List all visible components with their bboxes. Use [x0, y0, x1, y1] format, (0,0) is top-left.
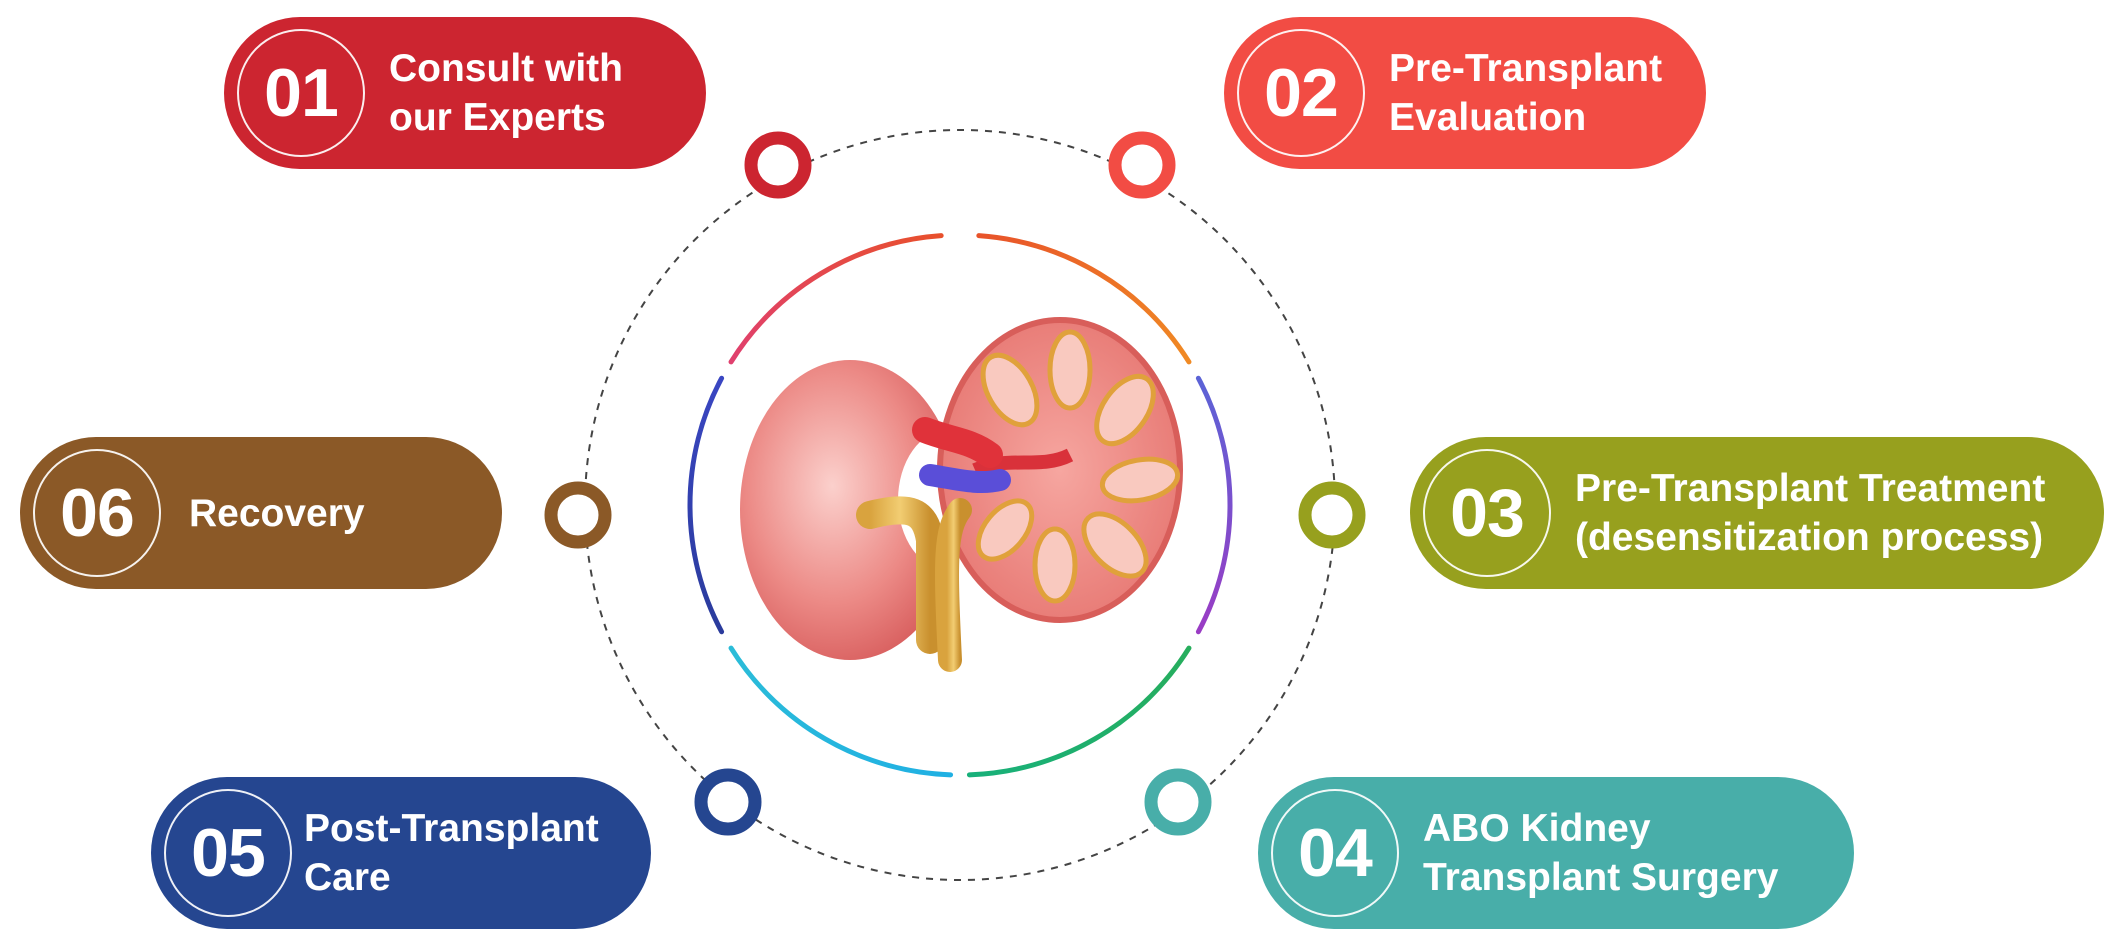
step-03-pill: 03 Pre-Transplant Treatment (desensitiza… — [1410, 437, 2104, 589]
step-05-pill: 05 Post-Transplant Care — [151, 777, 651, 929]
step-label-line1: Consult with — [389, 47, 623, 90]
step-label-line2: our Experts — [389, 96, 606, 139]
step-marker-04 — [1144, 768, 1212, 836]
inner-ring-arc — [966, 645, 1192, 778]
step-label-line2: Evaluation — [1389, 96, 1587, 139]
inner-ring-arc — [687, 375, 725, 635]
step-marker-05 — [694, 768, 762, 836]
step-marker-06 — [544, 481, 612, 549]
step-06-pill: 06 Recovery — [20, 437, 502, 589]
step-label-line1: Recovery — [189, 491, 365, 535]
step-label-line1: ABO Kidney — [1423, 807, 1651, 850]
step-marker-01 — [744, 131, 812, 199]
step-label: Consult with our Experts — [389, 44, 623, 142]
step-01-pill: 01 Consult with our Experts — [224, 17, 706, 169]
inner-ring-arc — [728, 645, 954, 778]
step-number-badge: 04 — [1271, 789, 1399, 917]
step-label-line1: Pre-Transplant Treatment — [1575, 467, 2046, 510]
colored-inner-ring — [687, 233, 1233, 778]
step-marker-03 — [1298, 481, 1366, 549]
step-label-line2: Care — [304, 856, 391, 899]
step-number-badge: 02 — [1237, 29, 1365, 157]
step-number-badge: 06 — [33, 449, 161, 577]
step-label-line1: Pre-Transplant — [1389, 47, 1663, 90]
step-label: Recovery — [189, 489, 365, 538]
step-label-line2: (desensitization process) — [1575, 516, 2044, 559]
step-label-line1: Post-Transplant — [304, 807, 599, 850]
step-label: ABO Kidney Transplant Surgery — [1423, 804, 1778, 902]
inner-ring-arc — [728, 233, 944, 365]
step-markers — [544, 131, 1366, 836]
kidney-illustration — [740, 317, 1183, 672]
step-number-badge: 05 — [164, 789, 292, 917]
inner-ring-arc — [1195, 375, 1233, 635]
step-number-badge: 01 — [237, 29, 365, 157]
step-label: Pre-Transplant Evaluation — [1389, 44, 1662, 142]
inner-ring-arc — [976, 233, 1192, 365]
step-label: Post-Transplant Care — [304, 804, 599, 902]
kidney-whole — [740, 360, 960, 660]
step-04-pill: 04 ABO Kidney Transplant Surgery — [1258, 777, 1854, 929]
step-number-badge: 03 — [1423, 449, 1551, 577]
step-02-pill: 02 Pre-Transplant Evaluation — [1224, 17, 1706, 169]
step-label-line2: Transplant Surgery — [1423, 856, 1779, 899]
step-marker-02 — [1108, 131, 1176, 199]
step-label: Pre-Transplant Treatment (desensitizatio… — [1575, 464, 2045, 562]
